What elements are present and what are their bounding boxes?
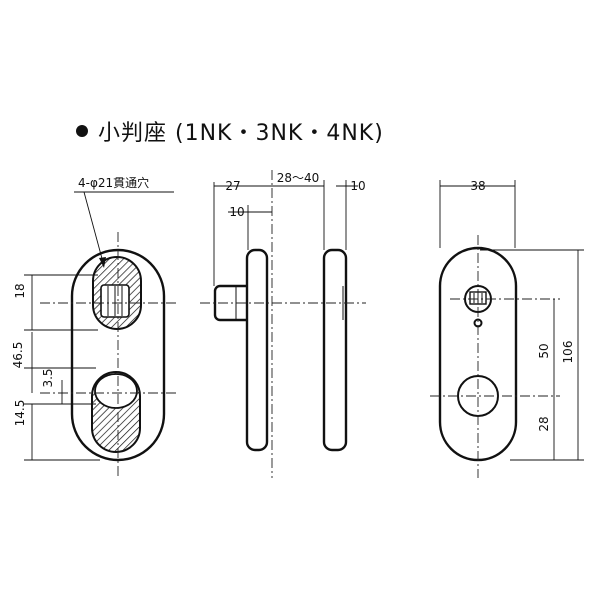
dim-side-range: 28～40 (277, 171, 320, 185)
dim-rear-overall-height: 106 (561, 341, 575, 364)
side-left-plate (245, 248, 269, 452)
bullet-icon (76, 125, 88, 137)
rear-view (430, 180, 584, 478)
dim-front-pitch: 18 (13, 283, 27, 298)
dim-front-offset: 3.5 (41, 368, 55, 387)
dim-side-right-width: 10 (350, 179, 365, 193)
dim-side-left-width: 27 (225, 179, 240, 193)
dim-rear-bottom: 28 (537, 416, 551, 431)
hole-leader-line (83, 191, 105, 267)
dim-rear-bore-pitch: 50 (537, 343, 551, 358)
side-right-plate (322, 248, 348, 452)
front-view (24, 191, 176, 478)
dim-rear-width: 38 (470, 179, 485, 193)
front-upper-hole (92, 256, 142, 330)
dim-side-boss: 10 (229, 205, 244, 219)
dim-front-bottom: 14.5 (13, 400, 27, 427)
front-lower-hole (91, 371, 141, 453)
hole-note-label: 4-φ21貫通穴 (78, 175, 149, 190)
side-view (200, 170, 366, 478)
title-row: 小判座 (1NK・3NK・4NK) (76, 113, 384, 149)
dim-front-half-height: 46.5 (11, 342, 25, 369)
page-title: 小判座 (1NK・3NK・4NK) (98, 121, 384, 146)
